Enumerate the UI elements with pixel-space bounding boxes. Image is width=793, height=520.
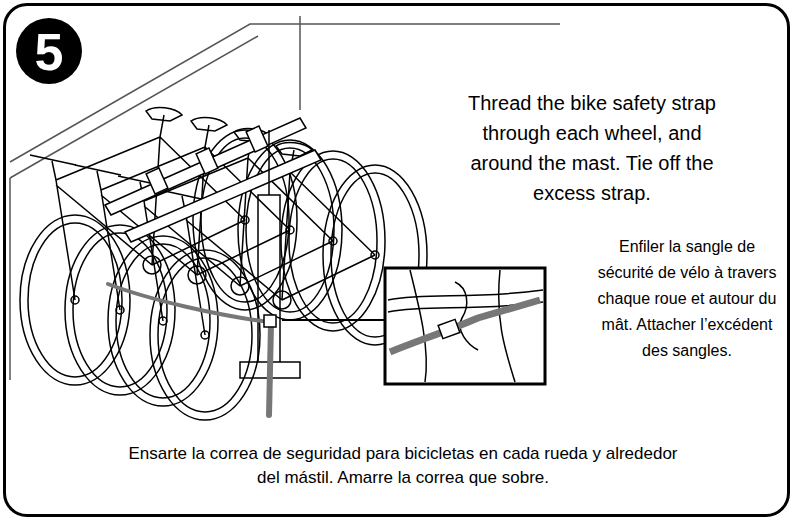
badge-fill [16,18,82,84]
leader-line [282,319,384,321]
instruction-english: Thread the bike safety strap through eac… [456,88,728,208]
step-panel: Thread the bike safety strap through eac… [3,3,790,517]
instruction-spanish: Ensarte la correa de seguridad para bici… [118,442,688,490]
step-number: 5 [35,26,64,78]
detail-inset [385,268,545,384]
rack-arms [105,118,321,242]
safety-strap [108,284,276,415]
bicycles [20,108,427,420]
step-number-badge: 5 [15,17,83,85]
instruction-french: Enfiler la sangle de sécurité de vélo à … [596,234,778,364]
